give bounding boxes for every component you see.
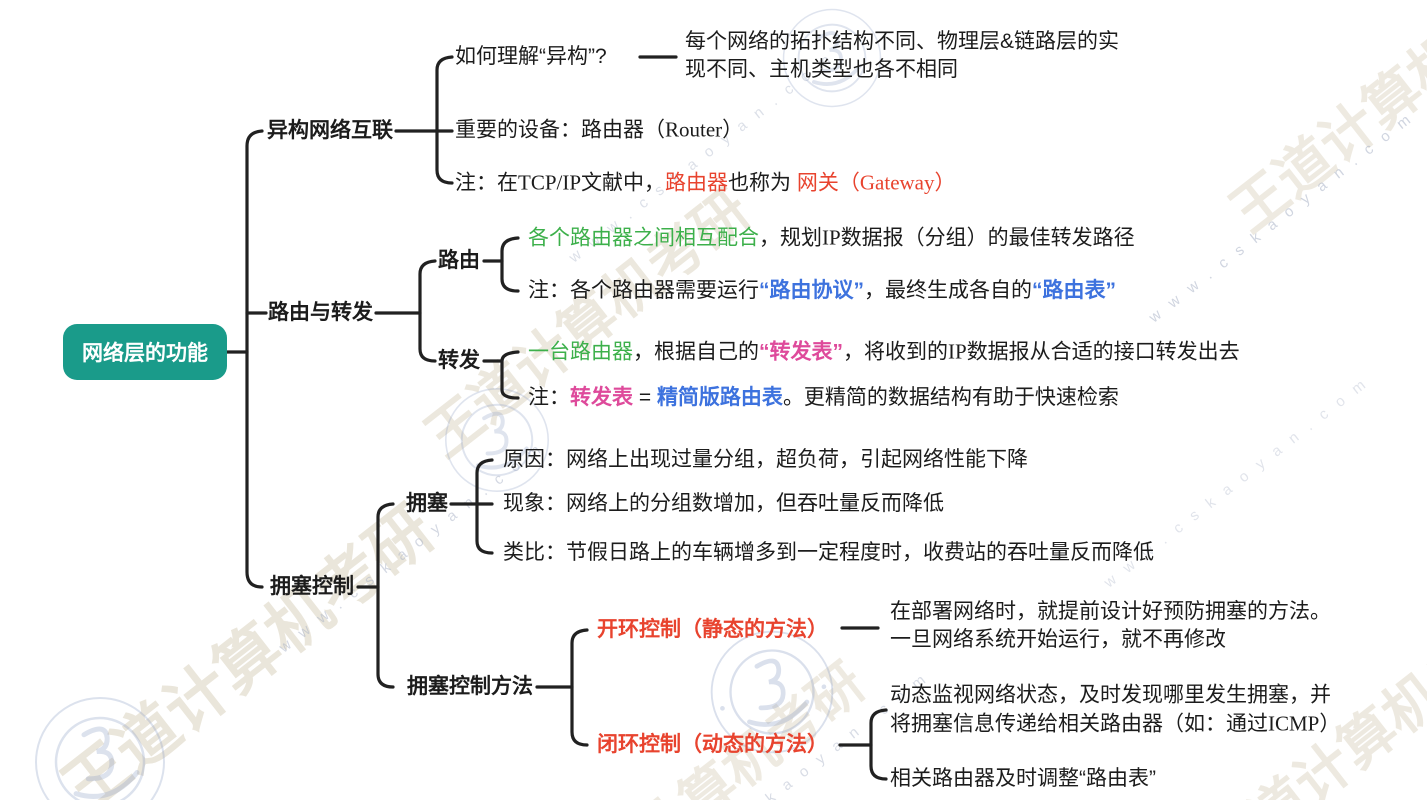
note-routers-cooperate[interactable]: 各个路由器之间相互配合，规划IP数据报（分组）的最佳转发路径 bbox=[528, 225, 1135, 250]
topic-routing-and-forwarding[interactable]: 路由与转发 bbox=[268, 301, 373, 324]
subtopic-key-device-router[interactable]: 重要的设备：路由器（Router） bbox=[455, 117, 744, 142]
root-topic-network-layer-functions[interactable]: 网络层的功能 bbox=[63, 324, 227, 380]
subtopic-how-to-understand-heterogeneous[interactable]: 如何理解“异构”? bbox=[455, 45, 607, 68]
subtopic-open-loop-control[interactable]: 开环控制（静态的方法） bbox=[597, 618, 828, 641]
note-router-aka-gateway[interactable]: 注：在TCP/IP文献中，路由器也称为 网关（Gateway） bbox=[455, 170, 956, 195]
note-heterogeneous-explanation[interactable]: 每个网络的拓扑结构不同、物理层&链路层的实现不同、主机类型也各不相同 bbox=[685, 30, 1120, 81]
subtopic-forwarding[interactable]: 转发 bbox=[438, 349, 480, 372]
note-congestion-analogy[interactable]: 类比：节假日路上的车辆增多到一定程度时，收费站的吞吐量反而降低 bbox=[503, 541, 1154, 564]
note-forwarding-table-usage[interactable]: 一台路由器，根据自己的“转发表”，将收到的IP数据报从合适的接口转发出去 bbox=[528, 339, 1240, 364]
bracket-control-methods bbox=[570, 628, 589, 747]
bracket-routing-forwarding bbox=[418, 259, 437, 363]
connector-main-spine bbox=[245, 129, 264, 589]
bracket-congestion-notes bbox=[475, 458, 494, 555]
bracket-congestion-control bbox=[376, 502, 395, 689]
bracket-heterogeneous bbox=[435, 55, 454, 185]
topic-congestion-control[interactable]: 拥塞控制 bbox=[270, 575, 354, 598]
note-adjust-routing-table[interactable]: 相关路由器及时调整“路由表” bbox=[890, 767, 1156, 790]
note-congestion-phenomenon[interactable]: 现象：网络上的分组数增加，但吞吐量反而降低 bbox=[503, 492, 944, 515]
note-routing-protocol[interactable]: 注：各个路由器需要运行“路由协议”，最终生成各自的“路由表” bbox=[528, 279, 1116, 302]
bracket-routing-notes bbox=[500, 236, 520, 293]
subtopic-routing[interactable]: 路由 bbox=[438, 249, 480, 272]
note-forwarding-table-definition[interactable]: 注：转发表 = 精简版路由表。更精简的数据结构有助于快速检索 bbox=[528, 386, 1119, 409]
topic-heterogeneous-network-interconnection[interactable]: 异构网络互联 bbox=[267, 119, 393, 142]
bracket-forwarding-notes bbox=[500, 350, 520, 400]
subtopic-congestion[interactable]: 拥塞 bbox=[406, 492, 448, 515]
bracket-closed-loop-notes bbox=[869, 708, 888, 781]
note-congestion-cause[interactable]: 原因：网络上出现过量分组，超负荷，引起网络性能下降 bbox=[503, 448, 1028, 471]
subtopic-congestion-control-methods[interactable]: 拥塞控制方法 bbox=[407, 675, 533, 698]
note-open-loop-description[interactable]: 在部署网络时，就提前设计好预防拥塞的方法。一旦网络系统开始运行，就不再修改 bbox=[890, 600, 1331, 651]
subtopic-closed-loop-control[interactable]: 闭环控制（动态的方法） bbox=[597, 733, 828, 756]
note-closed-loop-description[interactable]: 动态监视网络状态，及时发现哪里发生拥塞，并将拥塞信息传递给相关路由器（如：通过I… bbox=[890, 683, 1341, 736]
